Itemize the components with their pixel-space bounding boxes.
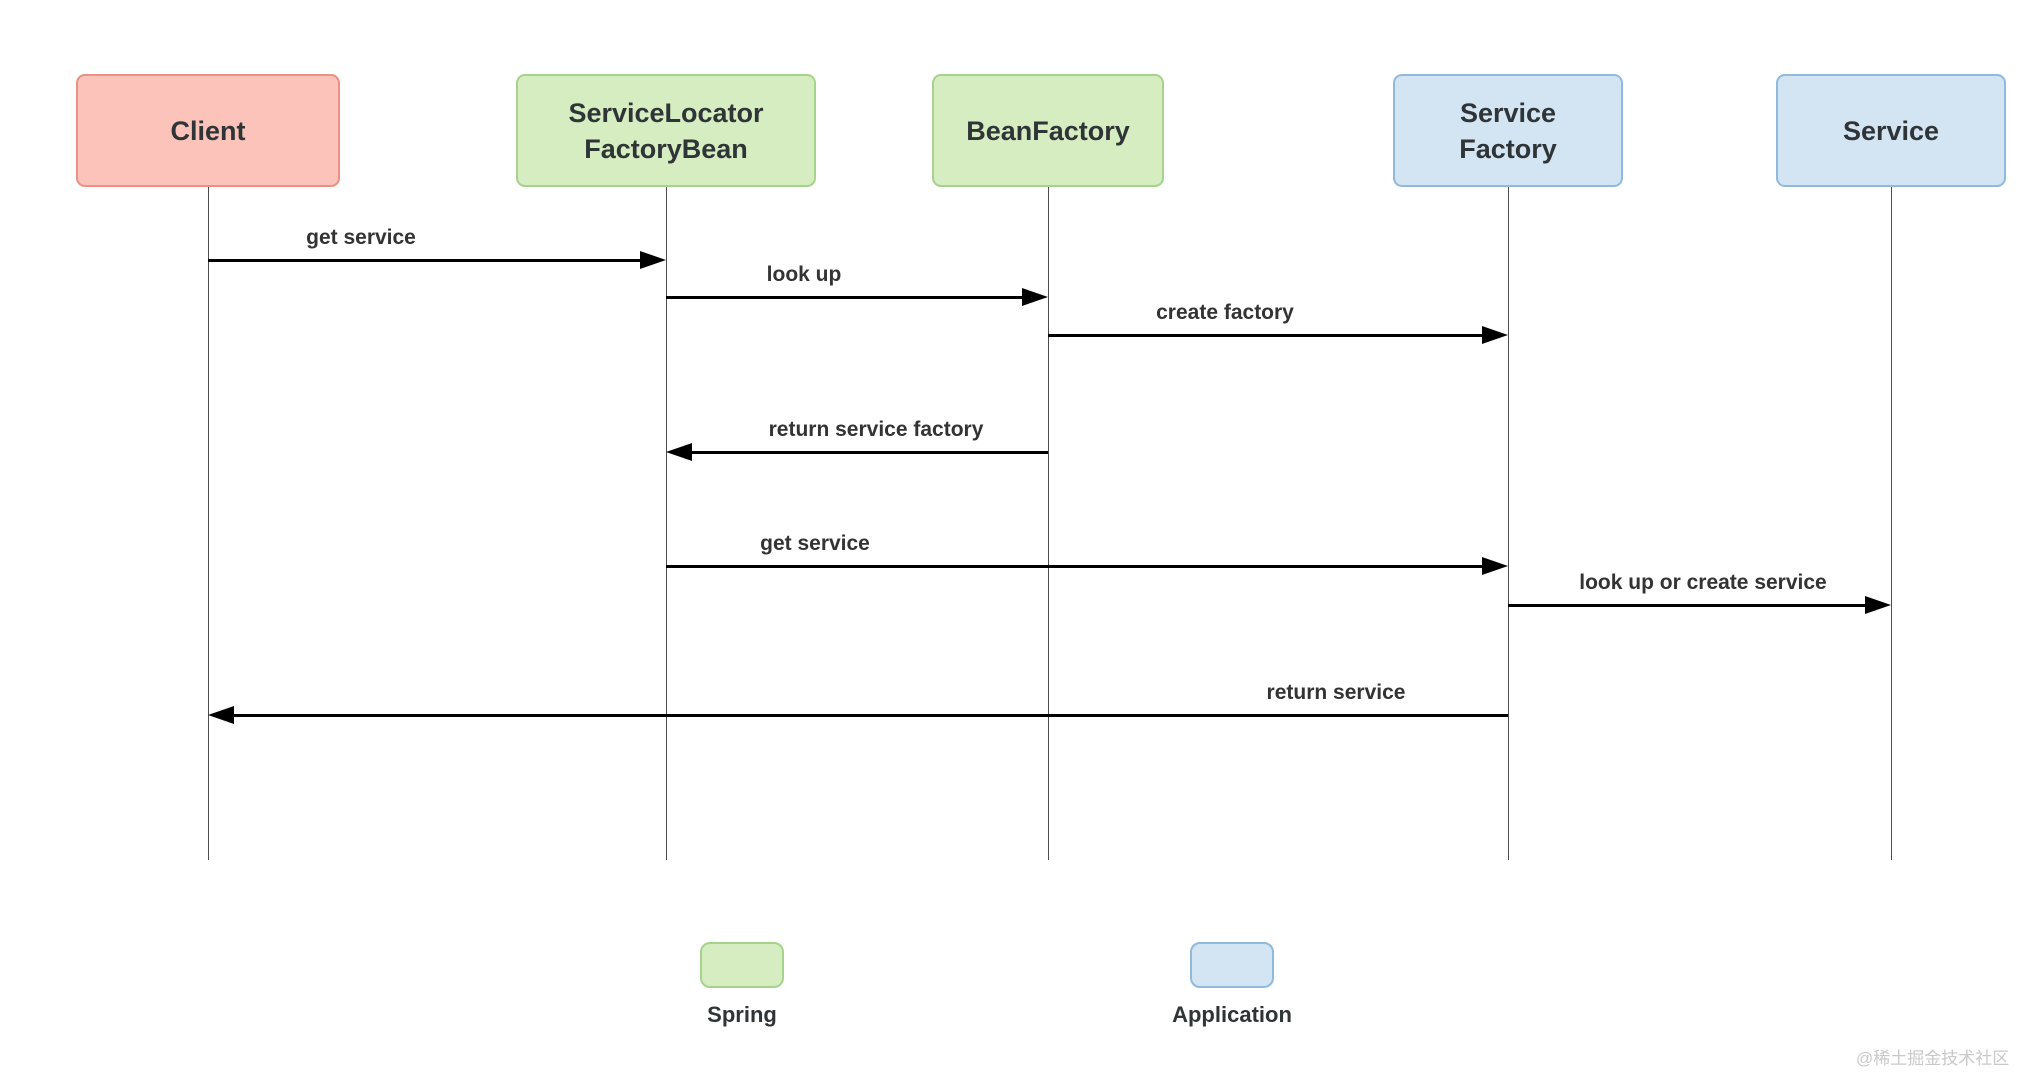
lifeline-client <box>208 187 209 860</box>
message-label: look up <box>766 263 842 286</box>
actor-box-client: Client <box>76 74 340 187</box>
legend-swatch-application <box>1190 942 1274 988</box>
lifeline-servicelocatorfactorybean <box>666 187 667 860</box>
arrowhead-right-icon <box>1022 288 1048 306</box>
actor-box-servicefactory: Service Factory <box>1393 74 1623 187</box>
lifeline-servicefactory <box>1508 187 1509 860</box>
arrowhead-right-icon <box>640 251 666 269</box>
legend-label-application: Application <box>1172 1002 1292 1027</box>
lifeline-beanfactory <box>1048 187 1049 860</box>
arrowhead-left-icon <box>666 443 692 461</box>
message-line <box>692 451 1048 454</box>
message-label: return service <box>1266 681 1406 704</box>
message-line <box>1048 334 1482 337</box>
actor-box-service: Service <box>1776 74 2006 187</box>
message-label: create factory <box>1156 301 1294 324</box>
message-label: look up or create service <box>1579 571 1827 594</box>
arrowhead-right-icon <box>1482 326 1508 344</box>
message-line <box>666 296 1022 299</box>
message-label: get service <box>306 226 416 249</box>
message-line <box>234 714 1508 717</box>
watermark: @稀土掘金技术社区 <box>1856 1049 2010 1068</box>
message-label: get service <box>760 532 870 555</box>
actor-box-servicelocatorfactorybean: ServiceLocator FactoryBean <box>516 74 816 187</box>
message-label: return service factory <box>768 418 984 441</box>
arrowhead-right-icon <box>1865 596 1891 614</box>
legend-swatch-spring <box>700 942 784 988</box>
legend-label-spring: Spring <box>707 1002 777 1027</box>
message-line <box>208 259 640 262</box>
actor-box-beanfactory: BeanFactory <box>932 74 1164 187</box>
message-line <box>666 565 1482 568</box>
lifeline-service <box>1891 187 1892 860</box>
arrowhead-right-icon <box>1482 557 1508 575</box>
arrowhead-left-icon <box>208 706 234 724</box>
message-line <box>1508 604 1865 607</box>
